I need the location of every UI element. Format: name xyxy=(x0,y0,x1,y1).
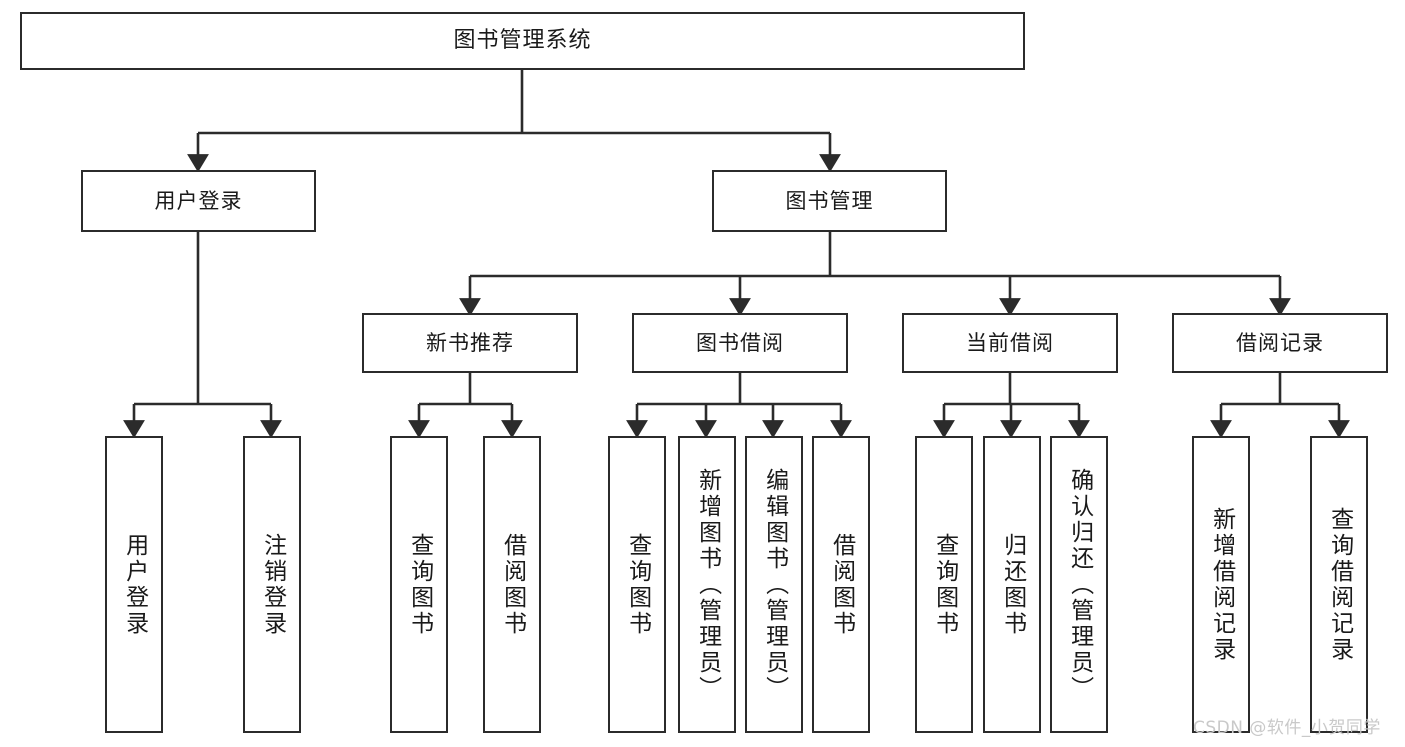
node-current-borrow[interactable]: 当前借阅 xyxy=(902,313,1118,373)
node-label: 新书推荐 xyxy=(426,330,514,355)
node-leaf-query-book-3[interactable]: 查询图书 xyxy=(915,436,973,733)
node-leaf-query-book-1[interactable]: 查询图书 xyxy=(390,436,448,733)
node-label: 新增图书（管理员） xyxy=(694,467,721,702)
node-label: 借阅图书 xyxy=(828,532,855,637)
node-label: 查询图书 xyxy=(406,532,433,637)
node-new-book-recommend[interactable]: 新书推荐 xyxy=(362,313,578,373)
node-leaf-user-login[interactable]: 用户登录 xyxy=(105,436,163,733)
node-leaf-query-record[interactable]: 查询借阅记录 xyxy=(1310,436,1368,733)
node-label: 图书借阅 xyxy=(696,330,784,355)
node-leaf-edit-book[interactable]: 编辑图书（管理员） xyxy=(745,436,803,733)
node-label: 确认归还（管理员） xyxy=(1066,467,1093,702)
node-book-management-system[interactable]: 图书管理系统 xyxy=(20,12,1025,70)
node-leaf-logout-login[interactable]: 注销登录 xyxy=(243,436,301,733)
node-leaf-query-book-2[interactable]: 查询图书 xyxy=(608,436,666,733)
node-book-borrow[interactable]: 图书借阅 xyxy=(632,313,848,373)
node-borrow-record[interactable]: 借阅记录 xyxy=(1172,313,1388,373)
node-leaf-confirm-return[interactable]: 确认归还（管理员） xyxy=(1050,436,1108,733)
node-label: 新增借阅记录 xyxy=(1208,506,1235,663)
node-label: 当前借阅 xyxy=(966,330,1054,355)
node-label: 用户登录 xyxy=(154,188,243,213)
node-label: 查询借阅记录 xyxy=(1326,506,1353,663)
node-label: 归还图书 xyxy=(999,532,1026,637)
node-leaf-add-record[interactable]: 新增借阅记录 xyxy=(1192,436,1250,733)
node-label: 图书管理系统 xyxy=(453,28,592,54)
node-book-management[interactable]: 图书管理 xyxy=(712,170,947,232)
node-label: 查询图书 xyxy=(931,532,958,637)
node-label: 注销登录 xyxy=(259,532,286,637)
node-leaf-return-book[interactable]: 归还图书 xyxy=(983,436,1041,733)
node-label: 借阅记录 xyxy=(1236,330,1324,355)
node-label: 用户登录 xyxy=(121,532,148,637)
node-user-login[interactable]: 用户登录 xyxy=(81,170,316,232)
csdn-watermark: CSDN @软件_小贺同学 xyxy=(1193,718,1381,738)
node-label: 查询图书 xyxy=(624,532,651,637)
node-leaf-add-book[interactable]: 新增图书（管理员） xyxy=(678,436,736,733)
node-leaf-borrow-book-1[interactable]: 借阅图书 xyxy=(483,436,541,733)
node-label: 图书管理 xyxy=(785,188,874,213)
node-label: 编辑图书（管理员） xyxy=(761,467,788,702)
node-leaf-borrow-book-2[interactable]: 借阅图书 xyxy=(812,436,870,733)
node-label: 借阅图书 xyxy=(499,532,526,637)
